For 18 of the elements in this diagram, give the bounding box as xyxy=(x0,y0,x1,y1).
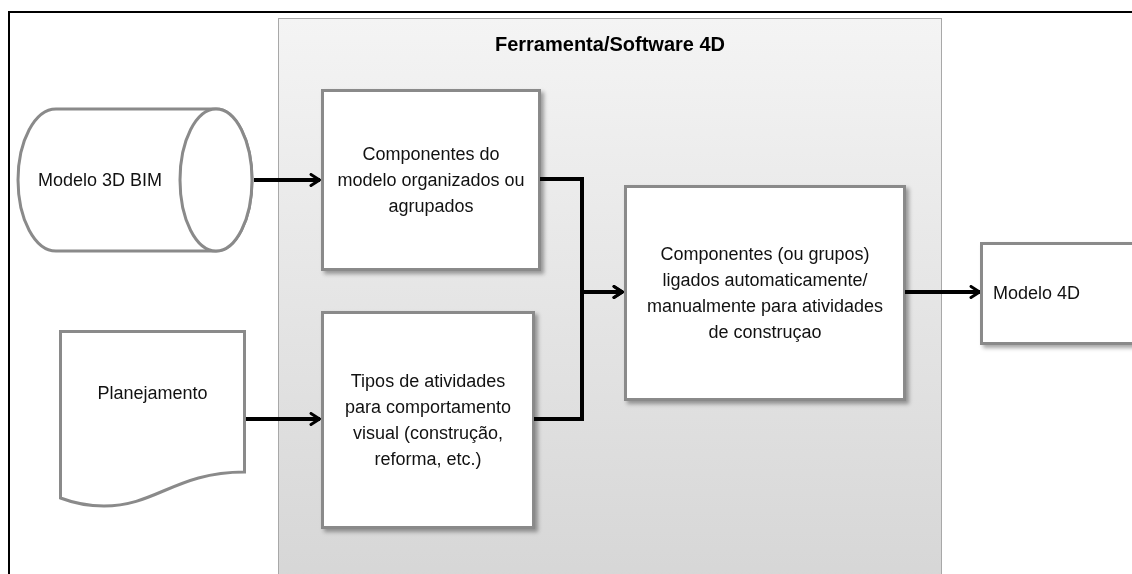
software-panel xyxy=(278,18,942,574)
connector-arrow xyxy=(254,173,321,187)
process-box xyxy=(624,185,906,401)
node-text: Tipos de atividades para comportamento visual (construção, reforma, etc.) xyxy=(343,369,513,472)
node-text: Modelo 3D BIM xyxy=(37,168,163,192)
connector-arrow xyxy=(905,285,981,299)
node-text: Planejamento xyxy=(97,382,208,405)
connector-arrow xyxy=(246,412,321,426)
panel-title: Ferramenta/Software 4D xyxy=(493,33,727,56)
connector-arrow xyxy=(534,285,624,421)
node-text: Modelo 4D xyxy=(993,282,1081,306)
process-box xyxy=(321,311,535,529)
process-box xyxy=(980,242,1132,345)
node-text: Componentes do modelo organizados ou agrupados xyxy=(336,142,526,219)
cylinder-shape xyxy=(16,107,254,253)
document-shape xyxy=(59,330,246,508)
node-text: Componentes (ou grupos) ligados automaticamente/ manualmente para atividades de construçao xyxy=(645,242,885,345)
process-box xyxy=(321,89,541,271)
